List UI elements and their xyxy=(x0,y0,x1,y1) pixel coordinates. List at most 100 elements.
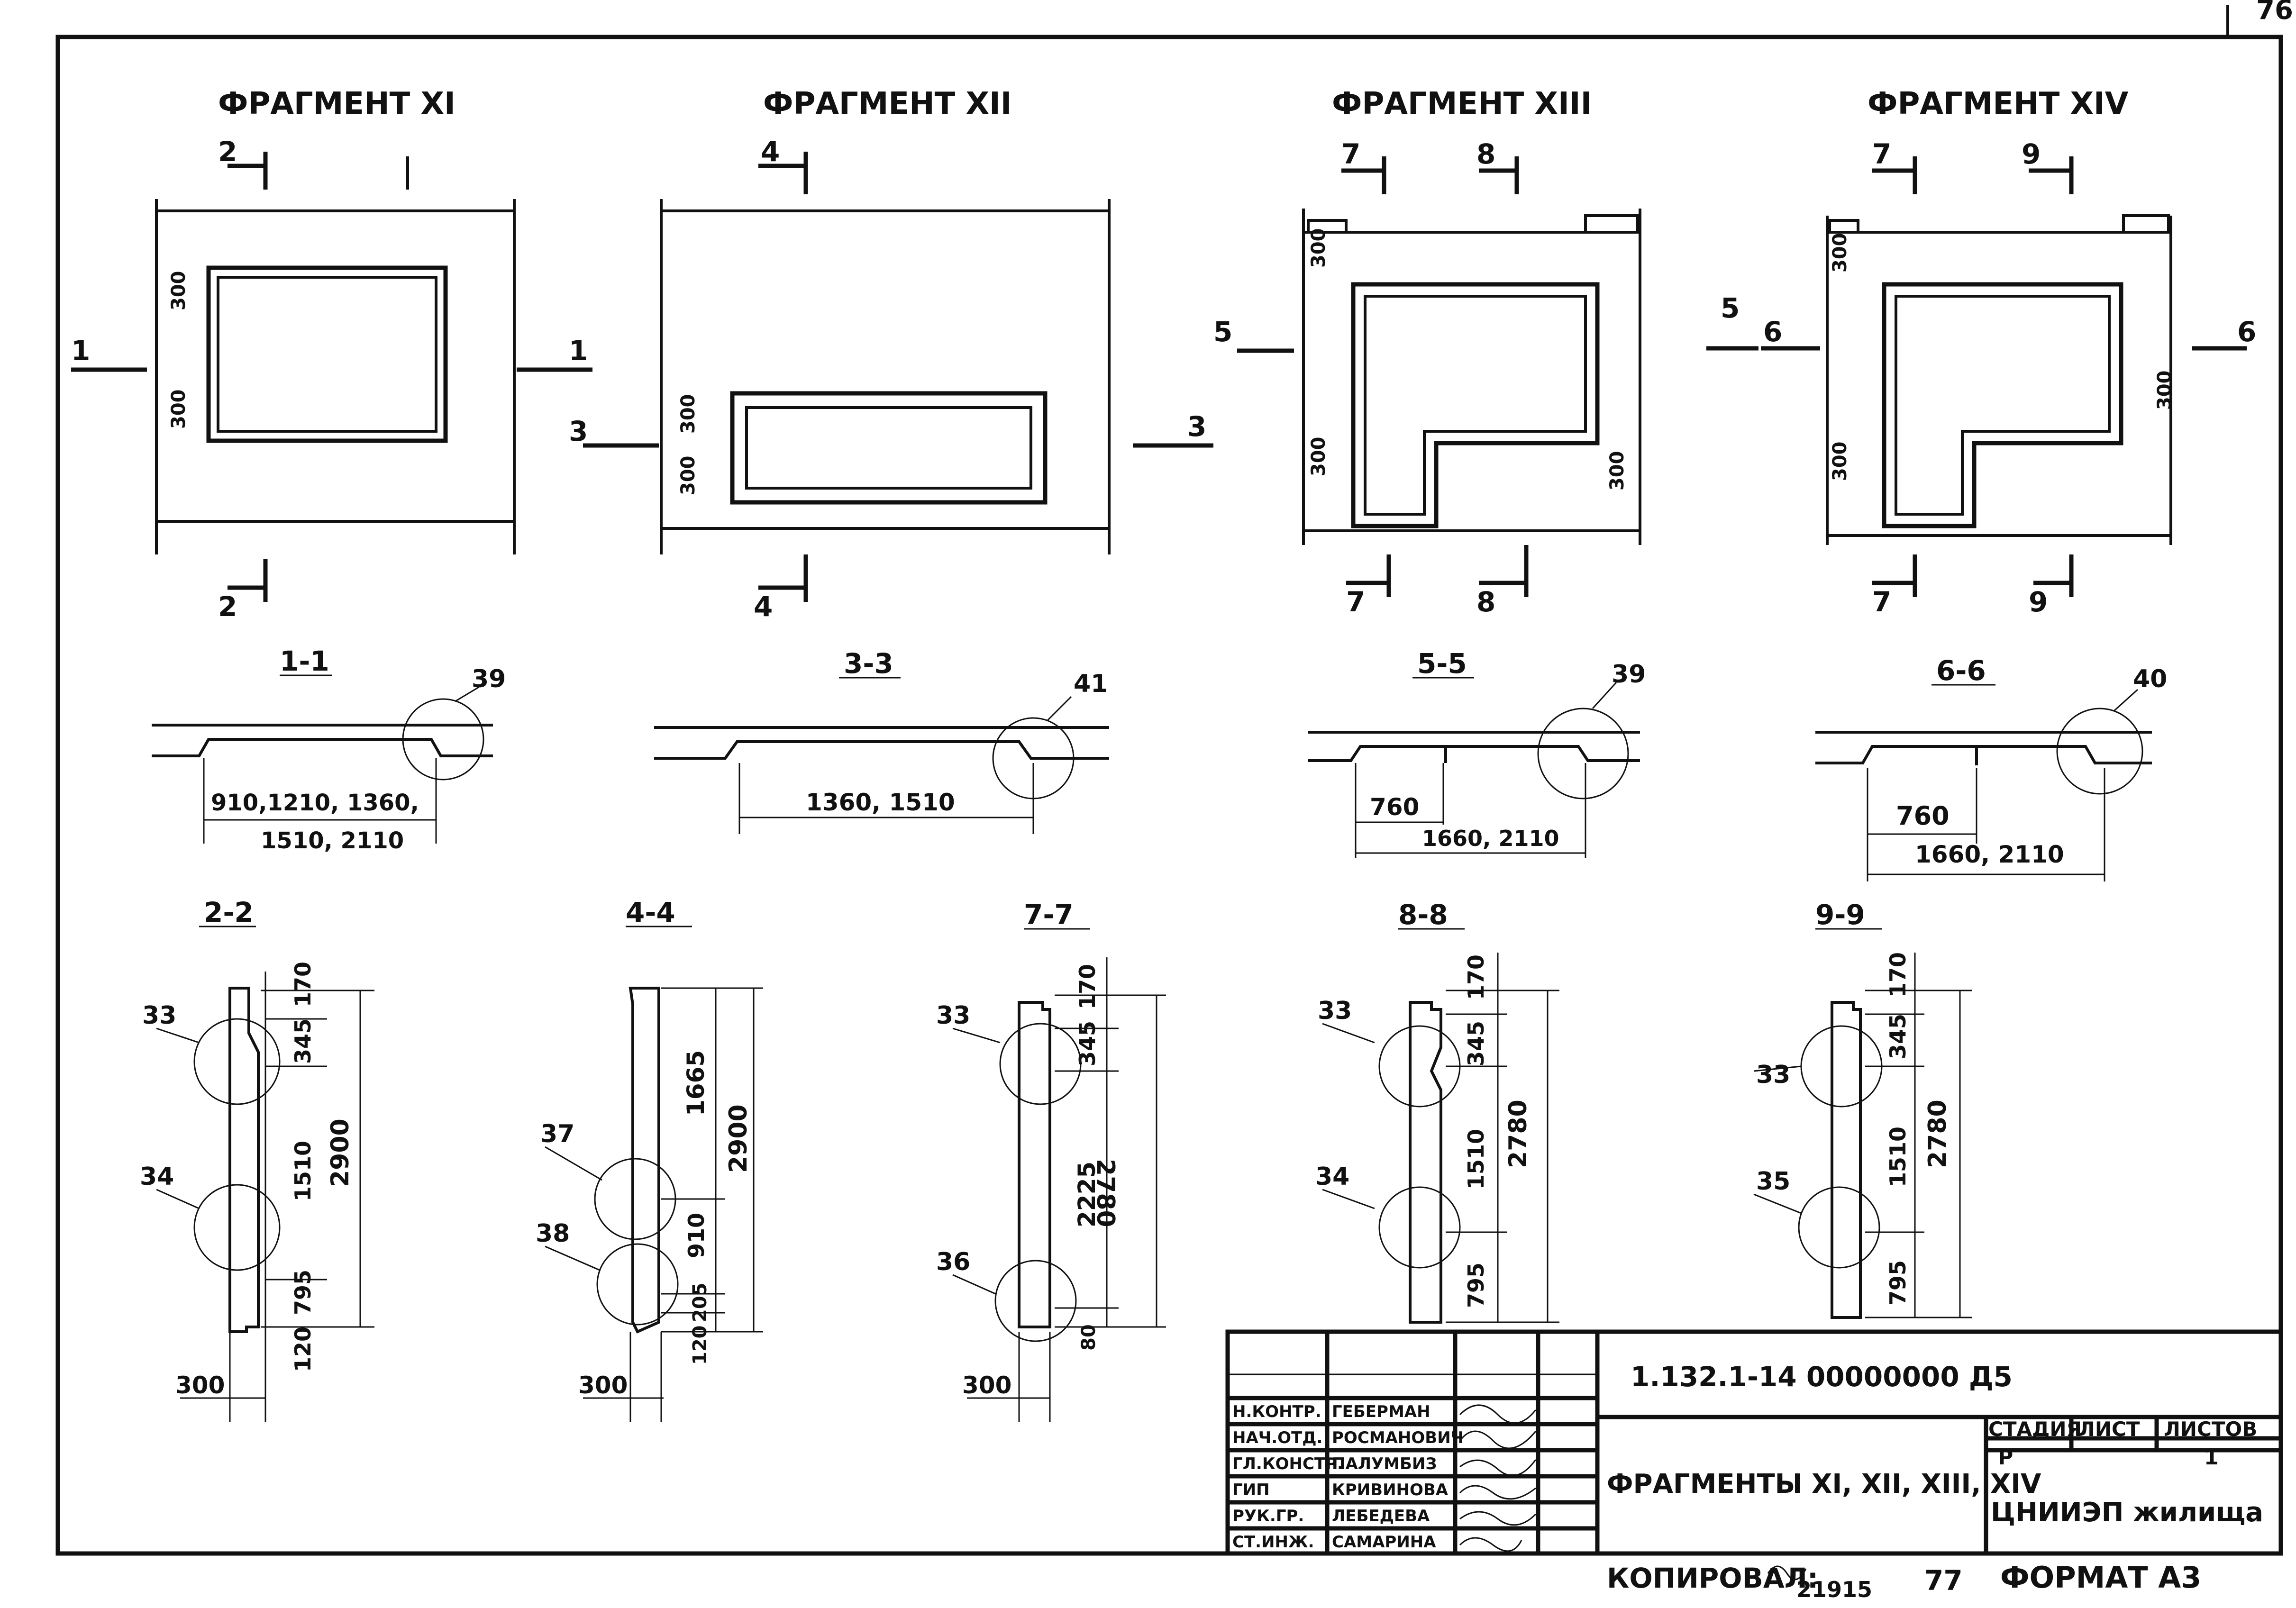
svg-text:910,1210, 1360,: 910,1210, 1360, xyxy=(211,790,419,816)
svg-text:7-7: 7-7 xyxy=(1024,899,1074,931)
svg-text:33: 33 xyxy=(936,1001,970,1030)
section-6-6 xyxy=(1815,684,2152,881)
svg-text:СТАДИЯ: СТАДИЯ xyxy=(1988,1417,2082,1441)
svg-text:ЛИСТ: ЛИСТ xyxy=(2078,1417,2140,1441)
svg-text:8: 8 xyxy=(1476,138,1495,170)
svg-text:7: 7 xyxy=(1872,138,1891,170)
svg-text:8-8: 8-8 xyxy=(1398,899,1448,931)
svg-text:4: 4 xyxy=(754,591,773,623)
drawing-title: ФРАГМЕНТЫ XI, XII, XIII, XIV xyxy=(1607,1469,2041,1499)
svg-text:4-4: 4-4 xyxy=(626,896,675,928)
sheet-number: 76 xyxy=(2256,0,2293,26)
svg-text:2225: 2225 xyxy=(1073,1162,1101,1227)
order-number: 21915 xyxy=(1796,1577,1872,1602)
svg-text:345: 345 xyxy=(1463,1021,1489,1066)
svg-text:2780: 2780 xyxy=(1504,1099,1532,1168)
section-2-2 xyxy=(156,926,374,1422)
svg-text:33: 33 xyxy=(1756,1061,1790,1089)
svg-text:1510: 1510 xyxy=(1463,1129,1489,1190)
section-9-9 xyxy=(1753,928,1972,1319)
fragment-xii-plan xyxy=(583,152,1213,602)
svg-text:5: 5 xyxy=(1721,292,1740,324)
fragment-xi-plan xyxy=(71,152,592,602)
svg-text:33: 33 xyxy=(1318,997,1352,1025)
svg-text:8: 8 xyxy=(1476,586,1495,618)
svg-text:37: 37 xyxy=(540,1120,574,1148)
svg-text:Н.КОНТР.: Н.КОНТР. xyxy=(1232,1402,1321,1421)
svg-text:300: 300 xyxy=(962,1372,1011,1399)
svg-text:170: 170 xyxy=(1463,954,1489,1000)
svg-text:2-2: 2-2 xyxy=(204,896,254,928)
svg-text:4: 4 xyxy=(761,136,780,168)
svg-text:170: 170 xyxy=(1885,952,1911,998)
svg-text:120: 120 xyxy=(290,1326,316,1372)
organization: ЦНИИЭП жилища xyxy=(1991,1497,2263,1528)
svg-text:40: 40 xyxy=(2133,665,2167,693)
section-8-8 xyxy=(1322,928,1559,1324)
svg-text:2900: 2900 xyxy=(724,1104,753,1173)
copied-label: КОПИРОВАЛ: xyxy=(1607,1562,1818,1594)
section-5-5 xyxy=(1308,677,1640,858)
svg-text:300: 300 xyxy=(175,1372,225,1399)
svg-text:1510: 1510 xyxy=(290,1141,316,1201)
svg-text:2: 2 xyxy=(218,136,237,168)
fragment-xiv-title: ФРАГМЕНТ XIV xyxy=(1868,86,2129,121)
svg-text:1510: 1510 xyxy=(1885,1127,1911,1187)
svg-text:170: 170 xyxy=(1075,964,1100,1009)
svg-text:1: 1 xyxy=(71,335,90,367)
svg-text:РОСМАНОВИЧ: РОСМАНОВИЧ xyxy=(1332,1428,1464,1447)
svg-text:1: 1 xyxy=(2204,1445,2219,1470)
svg-text:205: 205 xyxy=(689,1283,711,1323)
svg-text:1-1: 1-1 xyxy=(280,645,329,677)
svg-text:39: 39 xyxy=(1612,660,1646,689)
section-1-1 xyxy=(152,674,493,844)
svg-text:9: 9 xyxy=(2029,586,2048,618)
svg-text:300: 300 xyxy=(1829,442,1851,481)
svg-text:1660, 2110: 1660, 2110 xyxy=(1915,841,2064,868)
svg-text:2780: 2780 xyxy=(1091,1159,1120,1227)
svg-text:2: 2 xyxy=(218,591,237,623)
svg-text:САМАРИНА: САМАРИНА xyxy=(1332,1533,1436,1552)
svg-text:7: 7 xyxy=(1346,586,1365,618)
fragment-xiii-title: ФРАГМЕНТ XIII xyxy=(1332,86,1592,121)
svg-text:ГЕБЕРМАН: ГЕБЕРМАН xyxy=(1332,1402,1430,1421)
svg-text:300: 300 xyxy=(168,271,190,311)
fragment-xi-title: ФРАГМЕНТ XI xyxy=(218,86,456,121)
svg-text:ПАЛУМБИЗ: ПАЛУМБИЗ xyxy=(1332,1454,1437,1473)
svg-text:38: 38 xyxy=(536,1219,570,1248)
svg-text:6: 6 xyxy=(2237,316,2256,348)
svg-text:80: 80 xyxy=(1078,1324,1100,1351)
format-label: ФОРМАТ А3 xyxy=(2000,1560,2201,1595)
sheet-frame xyxy=(55,35,2283,1556)
svg-text:1510, 2110: 1510, 2110 xyxy=(261,827,404,854)
svg-text:9-9: 9-9 xyxy=(1815,899,1865,931)
fragment-xii-title: ФРАГМЕНТ XII xyxy=(763,86,1012,121)
svg-text:33: 33 xyxy=(142,1001,176,1030)
svg-text:ЛЕБЕДЕВА: ЛЕБЕДЕВА xyxy=(1332,1507,1430,1526)
svg-text:300: 300 xyxy=(1606,451,1628,491)
svg-text:120: 120 xyxy=(689,1326,711,1365)
fragment-xiii-plan xyxy=(1237,156,1758,597)
svg-text:1665: 1665 xyxy=(682,1050,710,1116)
svg-text:7: 7 xyxy=(1341,138,1360,170)
svg-text:41: 41 xyxy=(1074,670,1108,698)
svg-text:39: 39 xyxy=(472,665,506,693)
svg-text:345: 345 xyxy=(1075,1021,1100,1066)
svg-text:170: 170 xyxy=(290,962,316,1007)
section-3-3 xyxy=(654,677,1109,834)
svg-text:300: 300 xyxy=(677,394,699,434)
signatures xyxy=(1459,1404,1537,1552)
svg-text:345: 345 xyxy=(290,1018,316,1064)
svg-text:1660, 2110: 1660, 2110 xyxy=(1422,826,1559,851)
svg-text:5-5: 5-5 xyxy=(1417,647,1467,680)
svg-text:Р: Р xyxy=(1998,1445,2013,1470)
svg-text:6: 6 xyxy=(1763,316,1782,348)
svg-text:7: 7 xyxy=(1872,586,1891,618)
svg-text:795: 795 xyxy=(1463,1263,1489,1308)
svg-text:300: 300 xyxy=(1308,228,1330,268)
svg-text:ГИП: ГИП xyxy=(1232,1481,1270,1499)
svg-text:ЛИСТОВ: ЛИСТОВ xyxy=(2164,1417,2257,1441)
svg-text:795: 795 xyxy=(1885,1260,1911,1306)
doc-code: 1.132.1-14 00000000 Д5 xyxy=(1631,1361,2013,1393)
svg-text:3-3: 3-3 xyxy=(844,647,893,680)
